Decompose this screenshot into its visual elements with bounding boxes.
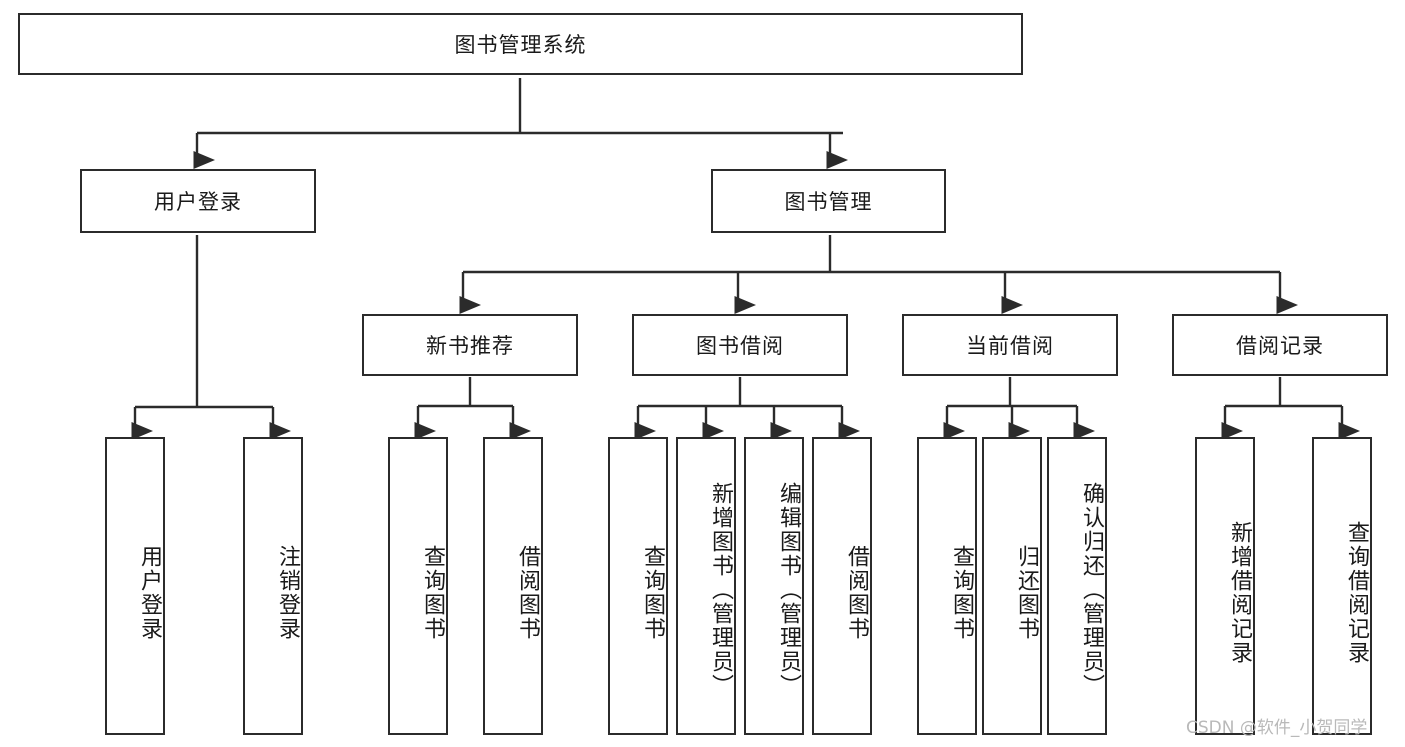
leaf-logout[interactable]: 注销登录 bbox=[243, 437, 303, 735]
leaf-edit-book-admin[interactable]: 编辑图书（管理员） bbox=[744, 437, 804, 735]
node-label: 图书管理 bbox=[784, 190, 873, 214]
node-label: 编辑图书（管理员） bbox=[776, 482, 801, 698]
node-label: 新增借阅记录 bbox=[1227, 521, 1252, 665]
leaf-add-book-admin[interactable]: 新增图书（管理员） bbox=[676, 437, 736, 735]
node-label: 借阅记录 bbox=[1236, 334, 1324, 358]
node-label: 归还图书 bbox=[1014, 545, 1039, 641]
node-label: 新增图书（管理员） bbox=[708, 482, 733, 698]
node-root-book-management-system[interactable]: 图书管理系统 bbox=[18, 13, 1023, 75]
node-book-management[interactable]: 图书管理 bbox=[711, 169, 946, 233]
node-label: 查询图书 bbox=[949, 545, 974, 641]
node-user-login[interactable]: 用户登录 bbox=[80, 169, 316, 233]
node-label: 借阅图书 bbox=[844, 545, 869, 641]
watermark-credit: CSDN @软件_小贺同学 bbox=[1186, 718, 1368, 738]
leaf-query-borrow-record[interactable]: 查询借阅记录 bbox=[1312, 437, 1372, 735]
leaf-borrow-book-new[interactable]: 借阅图书 bbox=[483, 437, 543, 735]
leaf-return-book[interactable]: 归还图书 bbox=[982, 437, 1042, 735]
node-label: 查询借阅记录 bbox=[1344, 521, 1369, 665]
node-book-borrow[interactable]: 图书借阅 bbox=[632, 314, 848, 376]
leaf-query-book-new[interactable]: 查询图书 bbox=[388, 437, 448, 735]
node-label: 图书借阅 bbox=[696, 334, 784, 358]
leaf-add-borrow-record[interactable]: 新增借阅记录 bbox=[1195, 437, 1255, 735]
node-label: 新书推荐 bbox=[426, 334, 514, 358]
node-label: 用户登录 bbox=[154, 190, 242, 214]
node-label: 确认归还（管理员） bbox=[1079, 482, 1104, 698]
leaf-query-book-borrow[interactable]: 查询图书 bbox=[608, 437, 668, 735]
node-label: 图书管理系统 bbox=[454, 33, 587, 57]
node-label: 当前借阅 bbox=[966, 334, 1054, 358]
leaf-user-login[interactable]: 用户登录 bbox=[105, 437, 165, 735]
leaf-query-book-current[interactable]: 查询图书 bbox=[917, 437, 977, 735]
node-label: 注销登录 bbox=[275, 545, 300, 641]
node-label: 借阅图书 bbox=[515, 545, 540, 641]
node-new-book-recommend[interactable]: 新书推荐 bbox=[362, 314, 578, 376]
node-label: 用户登录 bbox=[137, 545, 162, 641]
leaf-borrow-book[interactable]: 借阅图书 bbox=[812, 437, 872, 735]
node-current-borrow[interactable]: 当前借阅 bbox=[902, 314, 1118, 376]
leaf-confirm-return-admin[interactable]: 确认归还（管理员） bbox=[1047, 437, 1107, 735]
node-label: 查询图书 bbox=[640, 545, 665, 641]
node-label: 查询图书 bbox=[420, 545, 445, 641]
node-borrow-record[interactable]: 借阅记录 bbox=[1172, 314, 1388, 376]
